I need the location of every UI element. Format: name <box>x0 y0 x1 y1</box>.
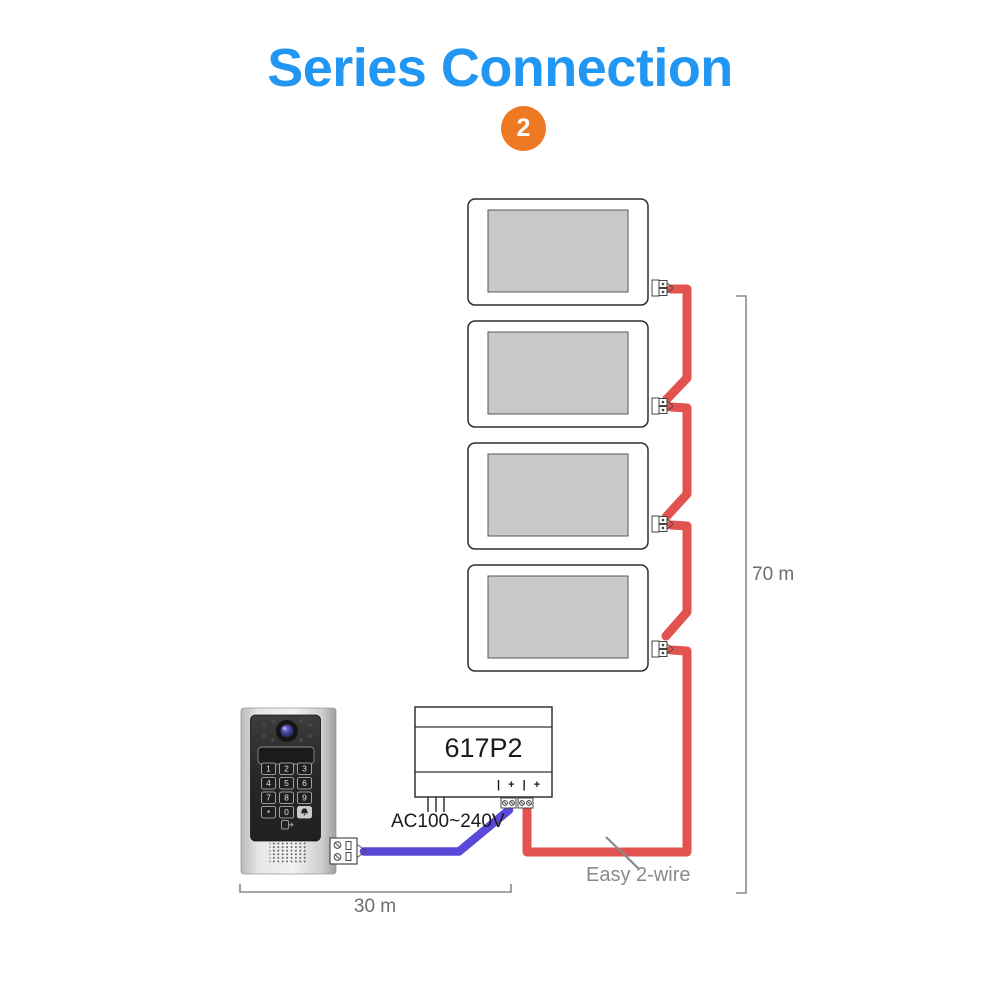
indoor-monitor-2 <box>467 320 649 428</box>
dimension-30m-line <box>239 884 512 893</box>
bell-icon <box>300 808 309 814</box>
key-label: 9 <box>302 793 307 803</box>
nameplate-window <box>257 746 315 765</box>
speaker-grille <box>269 842 308 863</box>
indoor-monitor-4 <box>467 564 649 672</box>
key-label: 1 <box>266 764 271 774</box>
keypad-key-0[interactable] <box>279 806 294 819</box>
psu-terminal-block-1 <box>500 797 517 809</box>
vertical-distance-label: 70 m <box>752 564 795 585</box>
keypad-key-5[interactable] <box>279 777 294 790</box>
ac-input-label: AC100~240V <box>391 811 505 832</box>
horizontal-distance-label: 30 m <box>353 896 397 917</box>
keypad-key-star[interactable] <box>261 806 276 819</box>
power-supply-unit <box>414 706 553 812</box>
easy-2-wire-label: Easy 2-wire <box>586 864 691 886</box>
red-wire-bus <box>522 284 692 857</box>
psu-body <box>414 706 553 798</box>
ir-led-dots <box>262 719 312 742</box>
keypad-key-9[interactable] <box>297 791 312 804</box>
psu-terminal-block-2 <box>517 797 534 809</box>
terminal-marks-label: | + | + <box>497 779 543 791</box>
unlock-icon <box>281 820 294 830</box>
bell-clapper <box>303 813 306 816</box>
page-title: Series Connection <box>267 38 733 98</box>
camera-icon <box>280 724 294 738</box>
keypad-key-2[interactable] <box>279 762 294 775</box>
keypad-key-1[interactable] <box>261 762 276 775</box>
indoor-monitor-1 <box>467 198 649 306</box>
dimension-70m-bracket <box>736 295 747 894</box>
door-station-connector-icon <box>329 837 367 865</box>
camera-glint <box>282 726 287 731</box>
key-label: 8 <box>284 793 289 803</box>
monitor-screen <box>487 575 629 659</box>
indoor-monitor-3 <box>467 442 649 550</box>
key-label: * <box>267 808 271 818</box>
key-label: 0 <box>284 807 289 817</box>
keypad-key-4[interactable] <box>261 777 276 790</box>
key-label: 2 <box>284 764 289 774</box>
key-label: 5 <box>284 778 289 788</box>
monitor-screen <box>487 331 629 415</box>
power-supply-model-label: 617P2 <box>444 733 523 763</box>
keypad-key-3[interactable] <box>297 762 312 775</box>
step-badge: 2 <box>501 106 546 151</box>
easy-2-wire-leader-line <box>605 836 640 870</box>
monitor-screen <box>487 453 629 537</box>
key-label: 6 <box>302 778 307 788</box>
keypad-key-6[interactable] <box>297 777 312 790</box>
purple-wire <box>359 805 514 856</box>
keypad-key-8[interactable] <box>279 791 294 804</box>
key-label: 4 <box>266 778 271 788</box>
key-label: 7 <box>266 793 271 803</box>
key-label: 3 <box>302 764 307 774</box>
keypad: 1 2 3 4 5 6 7 8 9 * 0 <box>261 762 312 819</box>
monitor-screen <box>487 209 629 293</box>
psu-ac-pins <box>427 797 445 812</box>
door-station: 1 2 3 4 5 6 7 8 9 * 0 <box>240 707 337 875</box>
keypad-key-7[interactable] <box>261 791 276 804</box>
